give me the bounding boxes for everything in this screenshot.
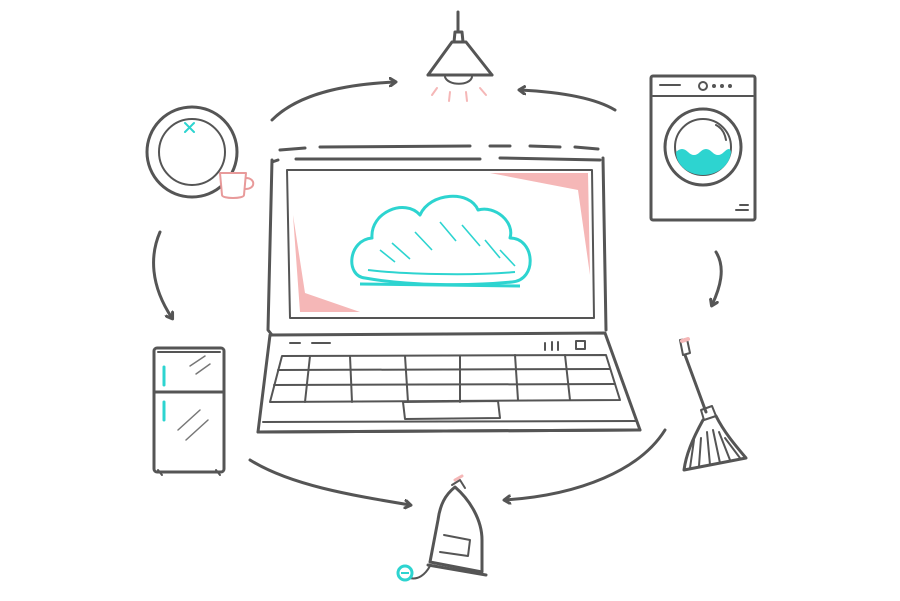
curved-arrow-icon — [505, 428, 667, 500]
keyboard — [269, 354, 621, 420]
curved-arrow-icon — [270, 82, 395, 122]
broom-icon — [679, 337, 748, 472]
curved-arrow-icon — [712, 250, 723, 305]
laptop-with-cloud-icon — [256, 144, 642, 434]
refrigerator-icon — [152, 346, 226, 476]
clothes-iron-icon — [396, 474, 488, 582]
plate-and-cup-icon — [145, 105, 255, 199]
curved-arrow-icon — [248, 458, 410, 505]
screen-glare-bottom-left — [293, 215, 360, 312]
curved-arrow-icon — [520, 90, 617, 112]
curved-arrow-icon — [152, 230, 172, 318]
washing-machine-icon — [649, 74, 757, 222]
screen-glare-top-right — [490, 173, 590, 275]
cycle-arrows — [152, 82, 723, 505]
cloud-icon — [350, 194, 532, 288]
ceiling-lamp-icon — [426, 10, 494, 102]
